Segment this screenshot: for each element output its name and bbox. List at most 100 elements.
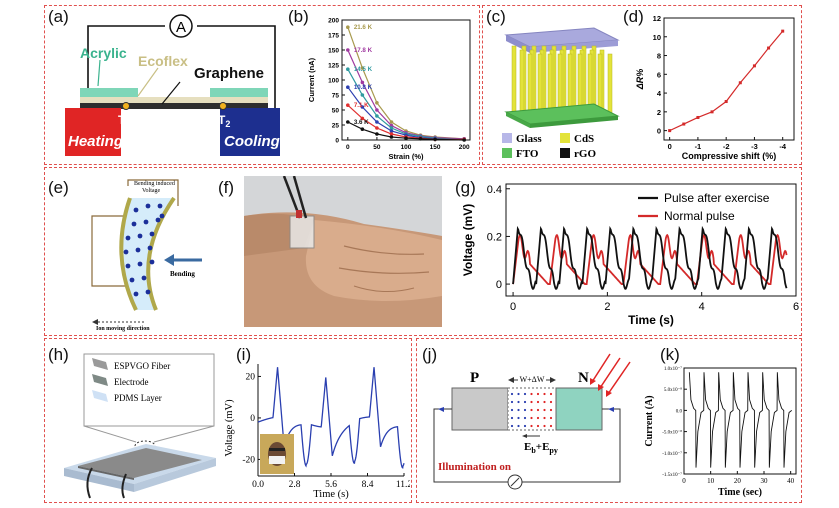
chart-b-point xyxy=(346,120,350,124)
panel-label-h: (h) xyxy=(48,345,69,364)
panel-frame-cd xyxy=(482,5,802,165)
junction-dot xyxy=(510,424,514,428)
panel-label-d: (d) xyxy=(623,7,644,26)
panel-c-schematic: Glass CdS FTO rGO xyxy=(502,27,620,160)
junction-dot xyxy=(523,416,527,420)
chart-k-xlabel: Time (sec) xyxy=(718,487,762,498)
n-label: N xyxy=(578,370,589,386)
svg-text:CdS: CdS xyxy=(574,133,594,145)
chart-g-xlabel: Time (s) xyxy=(628,313,674,327)
wrist-sensor xyxy=(289,215,315,249)
chart-b-ytick-label: 150 xyxy=(328,48,339,55)
chart-d-ytick-label: 6 xyxy=(657,70,661,79)
ion-dot xyxy=(133,291,139,297)
chart-d-frame xyxy=(663,17,795,141)
chart-b-point xyxy=(346,103,350,107)
chart-b-series-line xyxy=(347,68,465,140)
nanorod xyxy=(519,49,525,117)
junction-dot xyxy=(517,400,520,404)
chart-b-point xyxy=(360,116,365,121)
ion-dot xyxy=(155,217,161,223)
chart-d-xtick-label: 0 xyxy=(668,142,672,151)
ion-dot xyxy=(131,221,137,227)
chart-d-point xyxy=(781,29,785,33)
chart-b-ytick-label: 50 xyxy=(332,108,340,115)
chart-k-ytick-label: -1.0x10⁻⁷ xyxy=(662,451,682,457)
ion-dot xyxy=(143,219,149,225)
junction-dot xyxy=(543,408,546,412)
chart-i-ylabel: Voltage (mV) xyxy=(224,399,235,457)
chart-d-ytick-label: 12 xyxy=(653,14,661,23)
h-legend-espvgo: ESPVGO Fiber xyxy=(114,361,170,371)
chart-g-legend-label: Pulse after exercise xyxy=(664,191,770,205)
junction-dot xyxy=(549,424,553,428)
chart-g-ytick-label: 0.4 xyxy=(487,184,502,196)
ion-dot xyxy=(149,259,155,265)
chart-g-xtick-label: 4 xyxy=(699,301,705,313)
chart-b-point xyxy=(418,137,423,141)
chart-b-point xyxy=(360,105,365,109)
chart-b-xtick-label: 200 xyxy=(459,144,470,151)
ion-dot xyxy=(125,263,131,269)
chart-d-ytick-label: 8 xyxy=(657,52,661,61)
chart-b-xlabel: Strain (%) xyxy=(388,152,424,161)
junction-dot xyxy=(536,424,540,428)
chart-b-point xyxy=(433,137,437,142)
e-top-label-2: Voltage xyxy=(142,188,161,194)
chart-k-xtick-label: 40 xyxy=(787,477,795,485)
chart-d-ylabel: ΔR% xyxy=(635,69,645,91)
chart-k-ytick-label: 1.0x10⁻⁷ xyxy=(664,366,682,372)
panel-label-a: (a) xyxy=(48,7,69,26)
h-legend-pdms: PDMS Layer xyxy=(114,393,162,403)
junction-dot xyxy=(549,408,553,412)
panel-label-k: (k) xyxy=(660,345,680,364)
chart-d-point xyxy=(668,129,672,133)
junction-dot xyxy=(517,392,520,396)
t2-label: T2 xyxy=(218,113,230,129)
chart-d-point xyxy=(710,110,714,114)
chart-b-xtick-label: 50 xyxy=(373,144,381,151)
chart-i-xtick-label: 0.0 xyxy=(252,480,264,490)
panel-label-i: (i) xyxy=(236,345,252,364)
ammeter-label: A xyxy=(176,19,186,36)
acrylic-label: Acrylic xyxy=(80,45,127,61)
chart-i-ytick-label: 0 xyxy=(250,414,255,424)
chart-b-point xyxy=(389,129,394,133)
chart-i-inset-photo xyxy=(260,434,294,474)
ion-dot xyxy=(125,235,131,241)
chart-g-ylabel: Voltage (mV) xyxy=(461,204,475,276)
chart-d-xtick-label: -2 xyxy=(723,142,730,151)
ion-dot xyxy=(145,289,151,295)
chart-d-point xyxy=(724,100,728,104)
panel-frame-efg xyxy=(44,167,802,336)
junction-dot xyxy=(510,400,514,404)
chart-b-ytick-label: 100 xyxy=(328,78,339,85)
t1-label: T1 xyxy=(118,113,130,129)
chart-d-xtick-label: -1 xyxy=(695,142,702,151)
p-label: P xyxy=(470,370,479,386)
chart-g-legend-label: Normal pulse xyxy=(664,209,735,223)
chart-b-point xyxy=(360,93,365,97)
chart-i-ytick-label: 20 xyxy=(246,372,256,382)
chart-k-xtick-label: 30 xyxy=(761,477,769,485)
illumination-label: Illumination on xyxy=(438,461,511,473)
chart-d-ytick-label: 2 xyxy=(657,108,661,117)
junction-dot xyxy=(530,408,533,412)
ion-dot xyxy=(159,213,165,219)
panel-a-schematic: A Acrylic Ecoflex Graphene T1 T2 Heating… xyxy=(65,14,280,156)
junction-dot xyxy=(549,400,553,404)
chart-b-point xyxy=(389,126,394,130)
panel-label-f: (f) xyxy=(218,178,235,197)
junction-dot xyxy=(543,392,546,396)
junction-dot xyxy=(536,400,540,404)
chart-b-series-label: 7.1 K xyxy=(354,102,369,109)
junction-dot xyxy=(536,392,540,396)
chart-b-ytick-label: 175 xyxy=(328,33,339,40)
chart-b-point xyxy=(346,48,350,52)
ion-dot xyxy=(157,203,163,209)
chart-d-line xyxy=(669,30,784,132)
chart-i-xtick-label: 11.2 xyxy=(396,480,410,490)
